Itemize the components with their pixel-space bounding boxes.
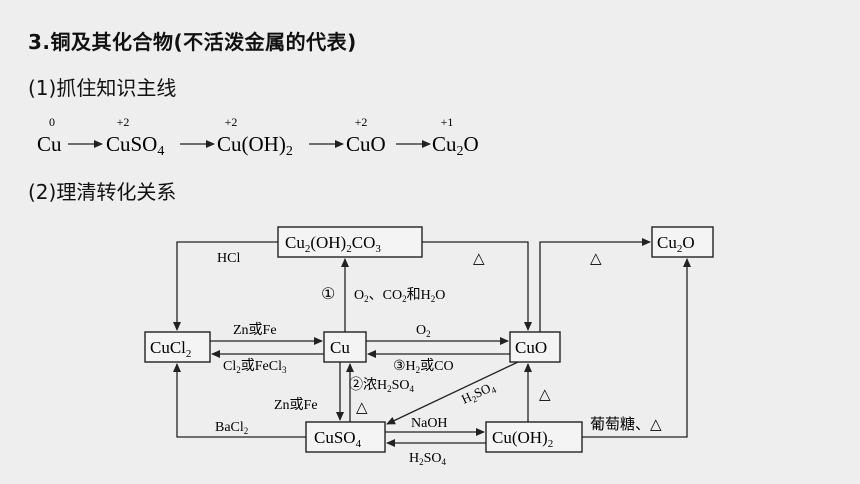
chain-cuo: CuO xyxy=(346,132,386,156)
edge-cuo-to-cuso4 xyxy=(386,361,519,425)
edge-carbonate-to-cuo xyxy=(422,241,532,331)
label-bacl2: BaCl2 xyxy=(215,420,248,436)
node-cuo: CuO xyxy=(515,338,547,357)
label-step1: O2、CO2和H2O xyxy=(354,287,445,304)
node-basic-copper-carbonate: Cu2(OH)2CO3 xyxy=(285,233,381,255)
label-step2: ②浓H2SO4 xyxy=(349,377,415,394)
label-step3: ③H2或CO xyxy=(393,358,454,375)
chain-state-2: +2 xyxy=(225,115,238,129)
chain-state-1: +2 xyxy=(117,115,130,129)
chain-cu2o: Cu2O xyxy=(432,132,479,159)
label-glucose-heat: 葡萄糖、△ xyxy=(590,416,662,433)
label-step1-number: ① xyxy=(321,286,335,303)
chain-state-3: +2 xyxy=(355,115,368,129)
node-cu2o: Cu2O xyxy=(657,233,695,255)
node-cucl2: CuCl2 xyxy=(150,338,191,360)
node-cucl2-box xyxy=(144,331,211,363)
edge-carbonate-to-cucl2 xyxy=(173,241,278,331)
node-cuoh2-box xyxy=(485,421,583,453)
edge-cuo-to-cu2o xyxy=(539,238,651,332)
node-cu: Cu xyxy=(330,338,350,357)
label-h2so4-diagonal: H2SO4 xyxy=(459,378,498,408)
chain-cuoh2: Cu(OH)2 xyxy=(217,132,293,159)
chain-cu: Cu xyxy=(37,132,62,156)
label-zn-fe-2: Zn或Fe xyxy=(274,397,318,413)
node-cuo-box xyxy=(509,331,561,363)
edge-cuso4-to-cucl2 xyxy=(173,363,306,438)
node-cu2o-box xyxy=(651,226,714,258)
edge-cuoh2-to-cu2o xyxy=(582,258,691,438)
label-heat-cuo-cu2o: △ xyxy=(590,251,602,267)
label-zn-fe-1: Zn或Fe xyxy=(233,322,277,338)
label-heat-cu-cuso4: △ xyxy=(356,400,368,416)
oxidation-chain: 0 +2 +2 +2 +1 Cu CuSO4 Cu(OH)2 CuO Cu2O xyxy=(37,115,479,159)
label-o2: O2 xyxy=(416,323,431,339)
section-heading-relations: (2)理清转化关系 xyxy=(28,180,177,204)
chain-cuso4: CuSO4 xyxy=(106,132,164,159)
node-cuso4: CuSO4 xyxy=(314,428,362,450)
node-cu-box xyxy=(323,331,367,363)
label-naoh: NaOH xyxy=(411,416,448,431)
label-hcl: HCl xyxy=(217,251,240,266)
page-title: 3.铜及其化合物(不活泼金属的代表) xyxy=(28,30,357,54)
chain-state-0: 0 xyxy=(49,115,55,129)
label-h2so4-bottom: H2SO4 xyxy=(409,451,447,467)
section-heading-main-line: (1)抓住知识主线 xyxy=(28,76,177,100)
node-cuoh2: Cu(OH)2 xyxy=(492,428,553,450)
chain-state-4: +1 xyxy=(441,115,454,129)
label-cl2-fecl3: Cl2或FeCl3 xyxy=(223,358,287,375)
label-heat-carbonate: △ xyxy=(473,251,485,267)
label-heat-cuoh2-cuo: △ xyxy=(539,387,551,403)
